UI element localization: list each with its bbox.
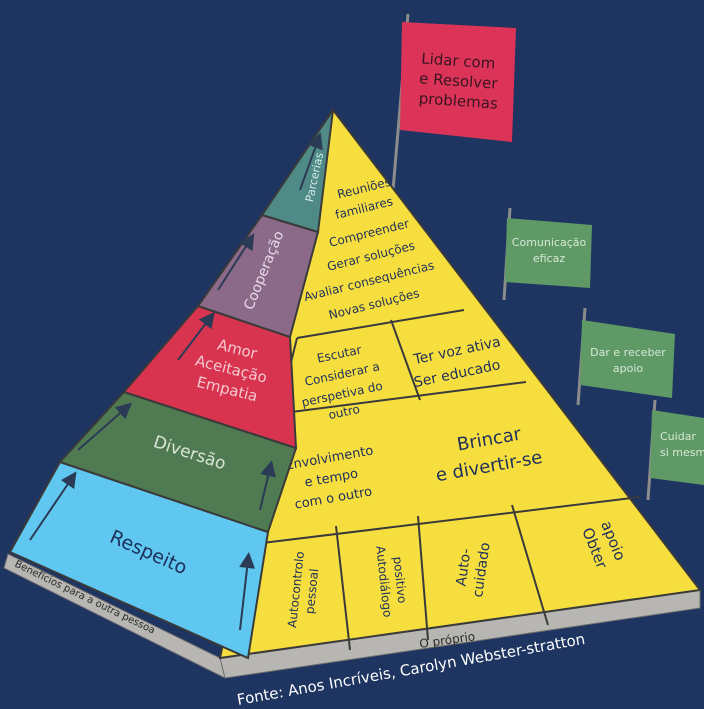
flag-comunicacao: Comunicação eficaz [505,218,592,288]
flag-text: Dar e receber [590,346,666,359]
flag-text: eficaz [533,252,565,265]
flag-dar-receber-apoio: Dar e receber apoio [580,320,675,398]
flag-text: apoio [613,362,644,375]
right-text: Auto- [453,548,474,588]
right-text: outro [327,402,361,422]
right-text: positivo [390,556,409,604]
flag-resolver-problemas: Lidar com e Resolver problemas [400,22,516,142]
right-text: cuidado [470,541,494,598]
right-text: pessoal [303,568,322,615]
flag-text: Cuidar [660,430,696,443]
left-arrows [29,132,323,631]
flag-cuidar-si-mesmo: Cuidar si mesmo [650,410,704,485]
flag-text: si mesmo [660,446,704,459]
flag-text: Comunicação [512,236,587,249]
flag-text: e Resolver [419,69,499,92]
flag-text: Lidar com [421,49,496,72]
flag-text: problemas [418,89,498,112]
